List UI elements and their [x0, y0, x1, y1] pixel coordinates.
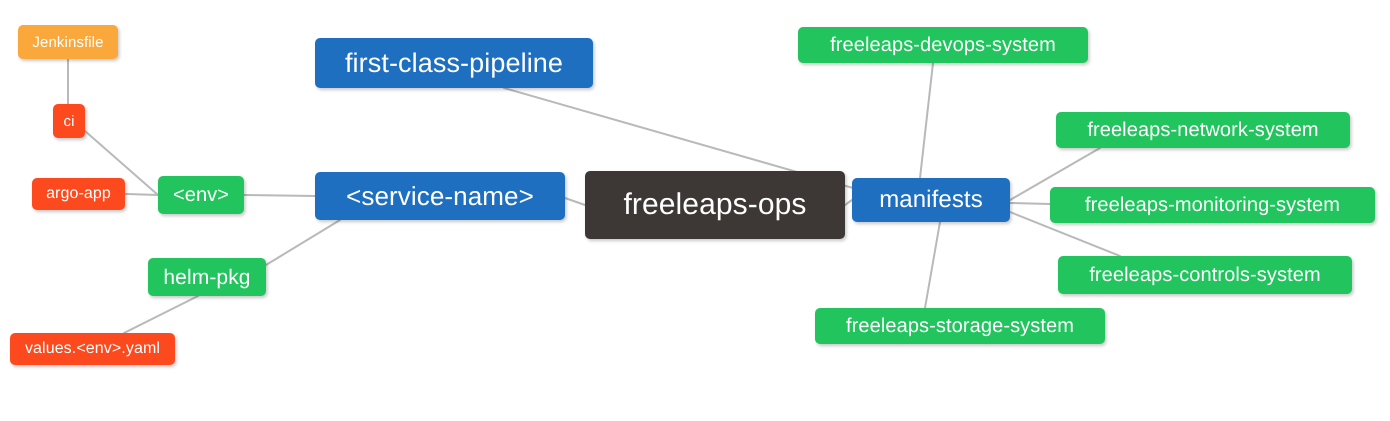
node-env[interactable]: <env> — [158, 176, 244, 214]
edge-manifests-to-freeleaps-devops-system — [919, 62, 934, 179]
node-freeleaps-storage-system[interactable]: freeleaps-storage-system — [815, 308, 1105, 344]
node-freeleaps-network-system[interactable]: freeleaps-network-system — [1056, 112, 1350, 148]
node-manifests[interactable]: manifests — [852, 178, 1010, 222]
node-freeleaps-ops[interactable]: freeleaps-ops — [585, 171, 845, 239]
edge-argo-app-to-env — [124, 193, 159, 196]
edge-freeleaps-ops-to-manifests — [844, 199, 853, 206]
node-Jenkinsfile[interactable]: Jenkinsfile — [18, 25, 118, 59]
node-values-env-yaml[interactable]: values.<env>.yaml — [10, 333, 175, 365]
edge-env-to-service-name — [243, 194, 316, 197]
node-argo-app[interactable]: argo-app — [32, 178, 125, 210]
node-service-name[interactable]: <service-name> — [315, 172, 565, 220]
edge-manifests-to-freeleaps-storage-system — [924, 221, 941, 309]
node-freeleaps-devops-system[interactable]: freeleaps-devops-system — [798, 27, 1088, 63]
node-freeleaps-controls-system[interactable]: freeleaps-controls-system — [1058, 256, 1352, 294]
edge-helm-pkg-to-service-name — [265, 219, 341, 266]
node-freeleaps-monitoring-system[interactable]: freeleaps-monitoring-system — [1050, 187, 1375, 223]
edge-manifests-to-freeleaps-monitoring-system — [1009, 202, 1051, 205]
edge-service-name-to-freeleaps-ops — [564, 197, 586, 206]
node-ci[interactable]: ci — [53, 104, 85, 138]
node-first-class-pipeline[interactable]: first-class-pipeline — [315, 38, 593, 88]
node-helm-pkg[interactable]: helm-pkg — [148, 258, 266, 296]
edge-values-env-yaml-to-helm-pkg — [123, 295, 199, 334]
